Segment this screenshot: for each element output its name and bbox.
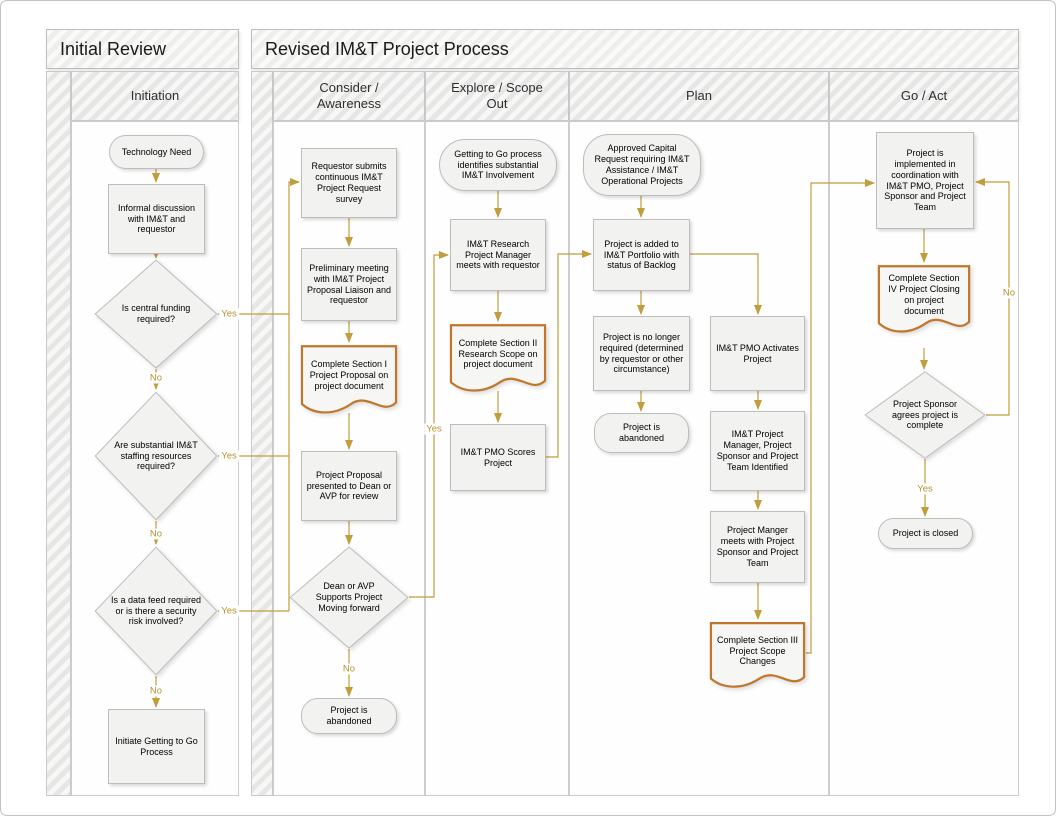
process-research-pm-meets: IM&T Research Project Manager meets with…: [450, 219, 546, 291]
node-label: Getting to Go process identifies substan…: [454, 148, 542, 181]
process-informal-discussion: Informal discussion with IM&T and reques…: [108, 184, 205, 254]
node-label: Project is abandoned: [326, 705, 372, 726]
lane-label: Plan: [685, 87, 713, 103]
node-label: Initiate Getting to Go Process: [115, 735, 198, 757]
document-section-3-scope-changes: Complete Section III Project Scope Chang…: [709, 621, 806, 693]
node-label: Informal discussion with IM&T and reques…: [117, 202, 196, 235]
process-no-longer-required: Project is no longer required (determine…: [593, 316, 690, 391]
terminator-getting-to-go-identifies: Getting to Go process identifies substan…: [439, 139, 557, 191]
lane-header-initiation: Initiation: [71, 71, 239, 121]
lane-label: Initiation: [130, 87, 180, 103]
decision-sponsor-agrees-complete: Project Sponsor agrees project is comple…: [864, 371, 986, 459]
document-section-1-project-proposal: Complete Section I Project Proposal on p…: [300, 344, 398, 419]
node-label: IM&T Project Manager, Project Sponsor an…: [716, 429, 799, 472]
decision-staffing-resources: Are substantial IM&T staffing resources …: [94, 391, 218, 521]
node-label: Preliminary meeting with IM&T Project Pr…: [306, 262, 392, 306]
lane-header-explore-scope-out: Explore / Scope Out: [425, 71, 569, 121]
terminator-technology-need: Technology Need: [109, 135, 204, 169]
node-label: Complete Section III Project Scope Chang…: [716, 634, 799, 667]
process-pmo-scores-project: IM&T PMO Scores Project: [450, 424, 546, 491]
terminator-project-closed: Project is closed: [878, 518, 973, 549]
lane-label: Go / Act: [900, 87, 948, 103]
process-proposal-presented: Project Proposal presented to Dean or AV…: [301, 451, 397, 521]
phase-bar-right: [251, 71, 273, 796]
process-team-identified: IM&T Project Manager, Project Sponsor an…: [710, 411, 805, 491]
document-shape: [877, 264, 971, 338]
edge-label-no: No: [340, 663, 358, 675]
edge-label-no: No: [147, 528, 165, 540]
edge-label-yes: Yes: [424, 423, 444, 435]
edge-label-yes: Yes: [219, 450, 239, 462]
terminator-project-abandoned: Project is abandoned: [301, 698, 397, 734]
edge-label-no: No: [147, 372, 165, 384]
node-label: Complete Section II Research Scope on pr…: [458, 337, 538, 370]
edge-label-no: No: [1000, 287, 1018, 299]
process-initiate-getting-to-go: Initiate Getting to Go Process: [108, 709, 205, 784]
decision-data-feed-security: Is a data feed required or is there a se…: [94, 546, 218, 676]
document-section-2-research-scope: Complete Section II Research Scope on pr…: [449, 323, 547, 397]
node-label: Project Proposal presented to Dean or AV…: [306, 469, 392, 502]
group-title-label: Initial Review: [60, 38, 167, 59]
group-title-revised-process: Revised IM&T Project Process: [251, 29, 1019, 69]
lane-label: Explore / Scope Out: [451, 79, 543, 111]
node-label: IM&T Research Project Manager meets with…: [456, 238, 540, 271]
process-pmo-activates: IM&T PMO Activates Project: [710, 316, 805, 391]
node-label: Technology Need: [121, 146, 192, 157]
node-label: Is central funding required?: [121, 303, 191, 324]
edge-label-yes: Yes: [219, 605, 239, 617]
decision-central-funding: Is central funding required?: [94, 259, 218, 369]
node-label: IM&T PMO Scores Project: [460, 446, 536, 468]
node-label: Approved Capital Request requiring IM&T …: [594, 143, 690, 186]
process-added-to-portfolio: Project is added to IM&T Portfolio with …: [593, 219, 690, 291]
document-shape: [709, 621, 806, 693]
document-shape: [300, 344, 398, 419]
group-title-initial-review: Initial Review: [46, 29, 239, 69]
node-label: Complete Section I Project Proposal on p…: [309, 359, 389, 391]
node-label: Project is implemented in coordination w…: [884, 148, 966, 213]
diamond-shape: [94, 391, 218, 521]
terminator-approved-capital-request: Approved Capital Request requiring IM&T …: [583, 134, 701, 196]
edge-label-yes: Yes: [915, 483, 935, 495]
node-label: IM&T PMO Activates Project: [716, 342, 799, 364]
process-project-implemented: Project is implemented in coordination w…: [876, 132, 974, 229]
edge-label-yes: Yes: [219, 308, 239, 320]
phase-bar-left: [46, 71, 71, 796]
diamond-shape: [94, 259, 218, 369]
group-title-label: Revised IM&T Project Process: [265, 38, 509, 59]
process-preliminary-meeting: Preliminary meeting with IM&T Project Pr…: [301, 248, 397, 321]
edge-label-no: No: [147, 685, 165, 697]
lane-header-consider-awareness: Consider / Awareness: [273, 71, 425, 121]
node-label: Project is added to IM&T Portfolio with …: [603, 238, 680, 271]
lane-header-go-act: Go / Act: [829, 71, 1019, 121]
diamond-shape: [289, 546, 409, 649]
node-label: Is a data feed required or is there a se…: [110, 594, 202, 627]
node-label: Project is abandoned: [618, 422, 665, 443]
node-label: Project is closed: [892, 528, 959, 539]
node-label: Project is no longer required (determine…: [599, 331, 684, 375]
diamond-shape: [94, 546, 218, 676]
lane-label: Consider / Awareness: [316, 79, 382, 111]
node-label: Requestor submits continuous IM&T Projec…: [311, 161, 387, 204]
process-requestor-survey: Requestor submits continuous IM&T Projec…: [301, 148, 397, 218]
decision-dean-avp-supports: Dean or AVP Supports Project Moving forw…: [289, 546, 409, 649]
node-label: Are substantial IM&T staffing resources …: [114, 439, 198, 472]
node-label: Complete Section IV Project Closing on p…: [888, 273, 960, 316]
process-pm-meets-team: Project Manger meets with Project Sponso…: [710, 511, 805, 583]
node-label: Dean or AVP Supports Project Moving forw…: [315, 581, 383, 613]
node-label: Project Manger meets with Project Sponso…: [716, 525, 799, 568]
diamond-shape: [864, 371, 986, 459]
terminator-project-abandoned-plan: Project is abandoned: [594, 413, 689, 453]
node-label: Project Sponsor agrees project is comple…: [891, 398, 959, 431]
lane-header-plan: Plan: [569, 71, 829, 121]
document-section-4-project-closing: Complete Section IV Project Closing on p…: [877, 264, 971, 338]
document-shape: [449, 323, 547, 397]
